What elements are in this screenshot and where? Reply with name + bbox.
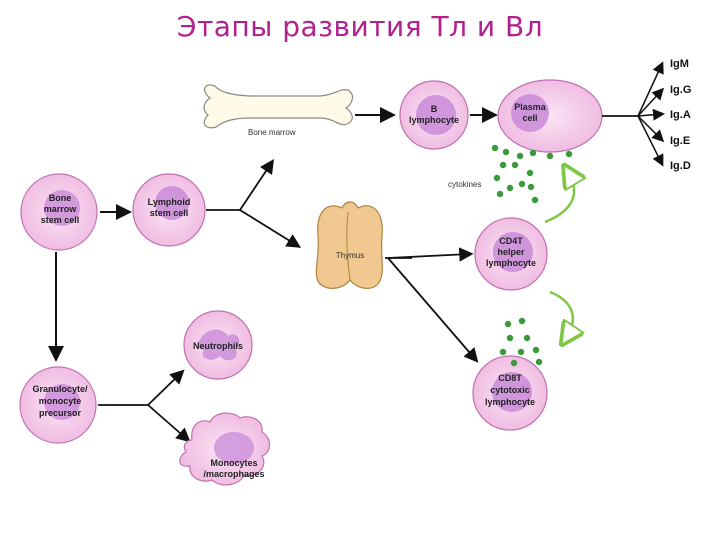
cd4-label-1: CD4T bbox=[499, 236, 523, 246]
green-curved-arrow-lower bbox=[549, 290, 573, 338]
granulocyte-fork-arrows bbox=[98, 369, 191, 443]
cd4-helper-cell: CD4T helper lymphocyte bbox=[474, 217, 548, 291]
lymphoid-stem-cell: Lymphoid stem cell bbox=[132, 173, 206, 247]
plasma-cell: Plasma cell bbox=[497, 79, 603, 153]
lymphoid-label-1: Lymphoid bbox=[148, 197, 191, 207]
stem-label-1: Bone bbox=[49, 193, 72, 203]
cd8-label-1: CD8T bbox=[498, 373, 522, 383]
plasma-cell-label-2: cell bbox=[522, 113, 537, 123]
neutrophils-label: Neutrophils bbox=[193, 341, 243, 351]
stem-label-2: marrow bbox=[44, 204, 78, 214]
immunoglobulin-fan bbox=[602, 61, 665, 167]
page-title: Этапы развития Тл и Вл bbox=[176, 10, 544, 43]
granulocyte-label-1: Granulocyte/ bbox=[32, 384, 88, 394]
monocytes-macrophages-cell: Monocytes /macrophages bbox=[179, 412, 271, 486]
plasma-cell-label-1: Plasma bbox=[514, 102, 547, 112]
b-lymphocyte-cell: B lymphocyte bbox=[399, 80, 469, 150]
thymus-fork-arrows bbox=[385, 247, 479, 363]
cytokine-dots-lower bbox=[499, 317, 543, 367]
lymphoid-label-2: stem cell bbox=[150, 208, 189, 218]
thymus-organ bbox=[315, 201, 383, 289]
granulocyte-label-3: precursor bbox=[39, 408, 82, 418]
b-lymphocyte-label-2: lymphocyte bbox=[409, 115, 459, 125]
cd4-label-2: helper bbox=[497, 247, 525, 257]
ig-label-igg: Ig.G bbox=[670, 84, 691, 96]
cytokine-dots-upper bbox=[491, 144, 573, 204]
ig-label-igm: IgM bbox=[670, 58, 689, 70]
cd8-label-3: lymphocyte bbox=[485, 397, 535, 407]
granulocyte-monocyte-precursor-cell: Granulocyte/ monocyte precursor bbox=[19, 366, 97, 444]
monocytes-label-2: /macrophages bbox=[203, 469, 264, 479]
bone-marrow-label: Bone marrow bbox=[248, 128, 296, 137]
lymphoid-fork-arrows bbox=[206, 159, 302, 248]
ig-label-igd: Ig.D bbox=[670, 160, 691, 172]
bone-marrow-bone bbox=[203, 84, 354, 129]
cd4-label-3: lymphocyte bbox=[486, 258, 536, 268]
thymus-label: Thymus bbox=[336, 251, 364, 260]
b-lymphocyte-label-1: B bbox=[431, 104, 438, 114]
ig-label-iga: Ig.A bbox=[670, 109, 691, 121]
ig-label-ige: Ig.E bbox=[670, 135, 690, 147]
monocytes-label-1: Monocytes bbox=[210, 458, 257, 468]
stem-label-3: stem cell bbox=[41, 215, 80, 225]
green-curved-arrow-upper bbox=[544, 172, 574, 224]
granulocyte-label-2: monocyte bbox=[39, 396, 82, 406]
cytokines-label: cytokines bbox=[448, 180, 481, 189]
neutrophils-cell: Neutrophils bbox=[183, 310, 253, 380]
cd8-cytotoxic-cell: CD8T cytotoxic lymphocyte bbox=[472, 355, 548, 431]
bone-marrow-stem-cell: Bone marrow stem cell bbox=[20, 173, 98, 251]
cd8-label-2: cytotoxic bbox=[490, 385, 530, 395]
